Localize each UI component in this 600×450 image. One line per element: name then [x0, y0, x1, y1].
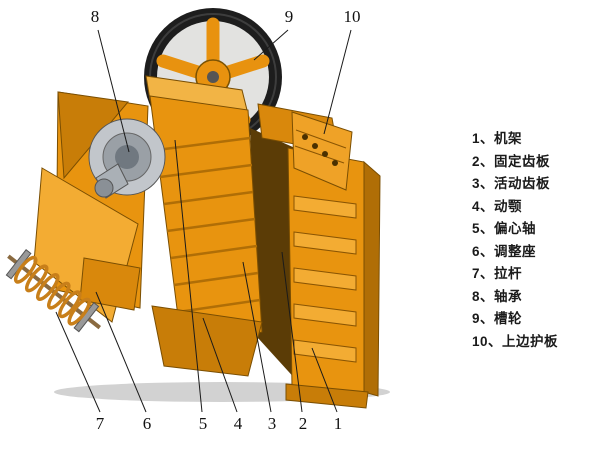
callout-number: 5 — [198, 414, 208, 433]
pitman-movable-jaw — [145, 75, 263, 349]
upper-guard-plate — [291, 111, 353, 191]
legend-item: 2、固定齿板 — [472, 153, 551, 169]
bearing-housing — [88, 118, 166, 199]
callout-number: 10 — [343, 7, 361, 26]
callout-number: 8 — [90, 7, 100, 26]
callout-number: 3 — [267, 414, 277, 433]
callout-number: 9 — [284, 7, 294, 26]
crushing-chamber — [250, 128, 298, 382]
callout-number: 4 — [233, 414, 243, 433]
leader-lines — [55, 29, 352, 413]
legend-item: 1、机架 — [472, 131, 523, 146]
lower-toggle-wedge — [151, 305, 263, 377]
callout-number: 6 — [142, 414, 152, 433]
callout-number: 2 — [298, 414, 308, 433]
tension-rod-spring — [5, 249, 101, 333]
legend-item: 6、调整座 — [472, 243, 537, 259]
right-frame-column — [285, 147, 381, 409]
callout-number: 7 — [95, 414, 105, 433]
legend-item: 10、上边护板 — [472, 333, 559, 349]
legend-item: 5、偏心轴 — [472, 221, 537, 236]
legend-item: 7、拉杆 — [472, 266, 523, 281]
legend-item: 3、活动齿板 — [472, 176, 551, 191]
legend-item: 4、动颚 — [472, 198, 523, 214]
callout-number: 1 — [333, 414, 343, 433]
parts-legend: 1、机架 2、固定齿板 3、活动齿板 4、动颚 5、偏心轴 6、调整座 7、拉杆… — [472, 128, 597, 353]
legend-item: 8、轴承 — [472, 288, 523, 304]
legend-item: 9、槽轮 — [472, 311, 523, 326]
